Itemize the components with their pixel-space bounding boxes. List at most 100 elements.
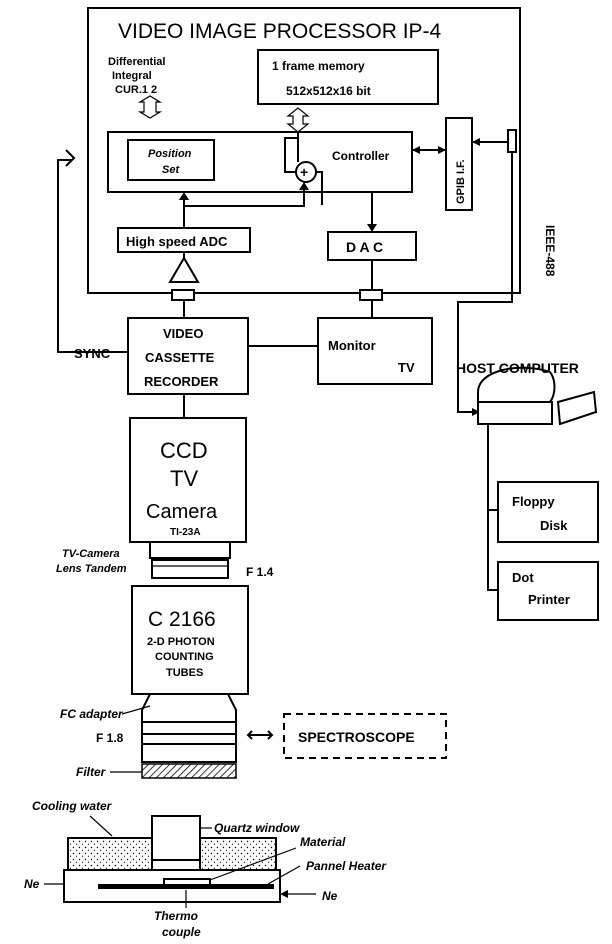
ne-outlet-label: Ne — [322, 889, 338, 903]
processor-title: VIDEO IMAGE PROCESSOR IP-4 — [118, 20, 442, 43]
host-monitor-icon — [477, 366, 556, 403]
sync-label: SYNC — [74, 346, 111, 361]
filter-plate — [141, 763, 237, 779]
spectroscope-box — [283, 713, 447, 759]
heater-leader — [267, 865, 301, 885]
vcr-line1: VIDEO — [163, 326, 203, 341]
material-label: Material — [300, 835, 346, 849]
tube-line3: TUBES — [166, 667, 203, 679]
input-amplifier — [168, 256, 200, 283]
monitor-tv-label: TV — [398, 360, 415, 375]
dac-input-arrow — [367, 224, 377, 232]
sync-connector — [65, 149, 76, 167]
sample-cell: Cooling water Quartz window Material Pan… — [24, 799, 387, 939]
vcr-line3: RECORDER — [144, 374, 219, 389]
monitor-box — [317, 317, 433, 385]
floppy-label: Floppy — [512, 494, 555, 509]
ieee-port-connector — [507, 129, 517, 153]
ieee-label: IEEE-488 — [543, 225, 557, 277]
processor-port-right — [359, 289, 383, 301]
camera-stack: CCD TV Camera TI-23A TV-Camera Lens Tand… — [56, 417, 447, 779]
adc-branch-arrow — [299, 182, 309, 190]
dot-printer-box — [497, 561, 599, 621]
ccd-camera-box — [129, 417, 247, 543]
high-speed-adc-label: High speed ADC — [126, 234, 228, 249]
gpib-label: GPIB I.F. — [455, 159, 467, 204]
recorder-and-monitor: VIDEO CASSETTE RECORDER Monitor TV — [127, 289, 433, 418]
controller-label: Controller — [332, 149, 390, 163]
fc-adapter-leader — [121, 705, 151, 715]
floppy-disk-box — [497, 481, 599, 543]
lens-tandem-top — [149, 541, 231, 559]
cell-body — [63, 869, 281, 903]
position-set-label: Position — [148, 148, 192, 160]
camera-line1: CCD — [160, 438, 208, 463]
lens-tandem-bottom — [151, 559, 229, 579]
video-image-processor: VIDEO IMAGE PROCESSOR IP-4 Differential … — [87, 7, 521, 294]
quartz-window — [151, 815, 201, 861]
filter-label: Filter — [76, 765, 107, 779]
cooling-water-label: Cooling water — [32, 799, 113, 813]
material-sample — [163, 878, 211, 886]
thermocouple-line1: Thermo — [154, 909, 198, 923]
material-leader — [209, 847, 297, 881]
thermocouple-line2: couple — [162, 925, 201, 939]
host-computer-group: HOST COMPUTER Floppy Disk Dot Printer — [456, 360, 599, 621]
lens-fstop: F 1.4 — [246, 565, 274, 579]
printer-label: Printer — [528, 592, 570, 607]
host-keyboard-icon — [556, 390, 598, 426]
gpib-interface-box — [445, 117, 473, 211]
fc-adapter-body — [141, 693, 237, 763]
cursor-bus-arrow — [137, 95, 163, 119]
camera-model: TI-23A — [170, 527, 201, 538]
vcr-line2: CASSETTE — [145, 350, 215, 365]
summing-plus: + — [300, 164, 308, 180]
adapter-fstop: F 1.8 — [96, 731, 124, 745]
ne-outlet-arrow — [280, 890, 288, 898]
dac-box — [327, 231, 417, 261]
photon-tube-box — [131, 585, 249, 695]
lens-label-line1: TV-Camera — [62, 548, 120, 560]
frame-memory-box — [257, 49, 439, 105]
fc-adapter-label: FC adapter — [60, 707, 124, 721]
sync-and-bus-lines: SYNC IEEE-488 — [57, 149, 557, 416]
processor-port-left — [171, 289, 195, 301]
position-set-sublabel: Set — [162, 164, 180, 176]
host-cpu-box — [477, 401, 553, 425]
monitor-label: Monitor — [328, 338, 376, 353]
adc-branch-line — [184, 184, 305, 207]
memory-bus-arrow — [286, 107, 310, 133]
pannel-heater-label: Pannel Heater — [306, 859, 387, 873]
gpib-left-arrowhead — [412, 146, 420, 154]
camera-line2: TV — [170, 466, 198, 491]
cell-lid-right — [199, 837, 277, 871]
host-bus-line — [487, 424, 498, 591]
tube-model: C 2166 — [148, 608, 216, 631]
position-set-box — [127, 139, 215, 181]
tube-line2: COUNTING — [155, 651, 214, 663]
dot-label: Dot — [512, 570, 534, 585]
dac-label: D A C — [346, 239, 383, 255]
gpib-right-arrowhead — [438, 146, 446, 154]
spectroscope-label: SPECTROSCOPE — [298, 729, 415, 745]
frame-memory-label: 1 frame memory — [272, 59, 365, 73]
cooling-water-leader — [89, 815, 113, 837]
cell-lid-left — [67, 837, 153, 871]
frame-memory-size: 512x512x16 bit — [286, 84, 371, 98]
sync-line — [57, 159, 128, 353]
vcr-box — [127, 317, 249, 395]
quartz-window-label: Quartz window — [214, 821, 300, 835]
camera-line3: Camera — [146, 501, 218, 523]
differential-label: Differential — [108, 56, 165, 68]
high-speed-adc-box — [117, 227, 251, 253]
pannel-heater-plate — [98, 884, 274, 889]
ieee-bus-line — [457, 152, 513, 413]
cursor-label: CUR.1 2 — [115, 84, 157, 96]
lens-label-line2: Lens Tandem — [56, 563, 127, 575]
ne-inlet-label: Ne — [24, 877, 40, 891]
spectroscope-link-arrow — [246, 730, 274, 740]
tube-line1: 2-D PHOTON — [147, 636, 215, 648]
gpib-port-arrowhead — [472, 138, 480, 146]
memory-loop-line — [284, 137, 298, 173]
disk-label: Disk — [540, 518, 568, 533]
